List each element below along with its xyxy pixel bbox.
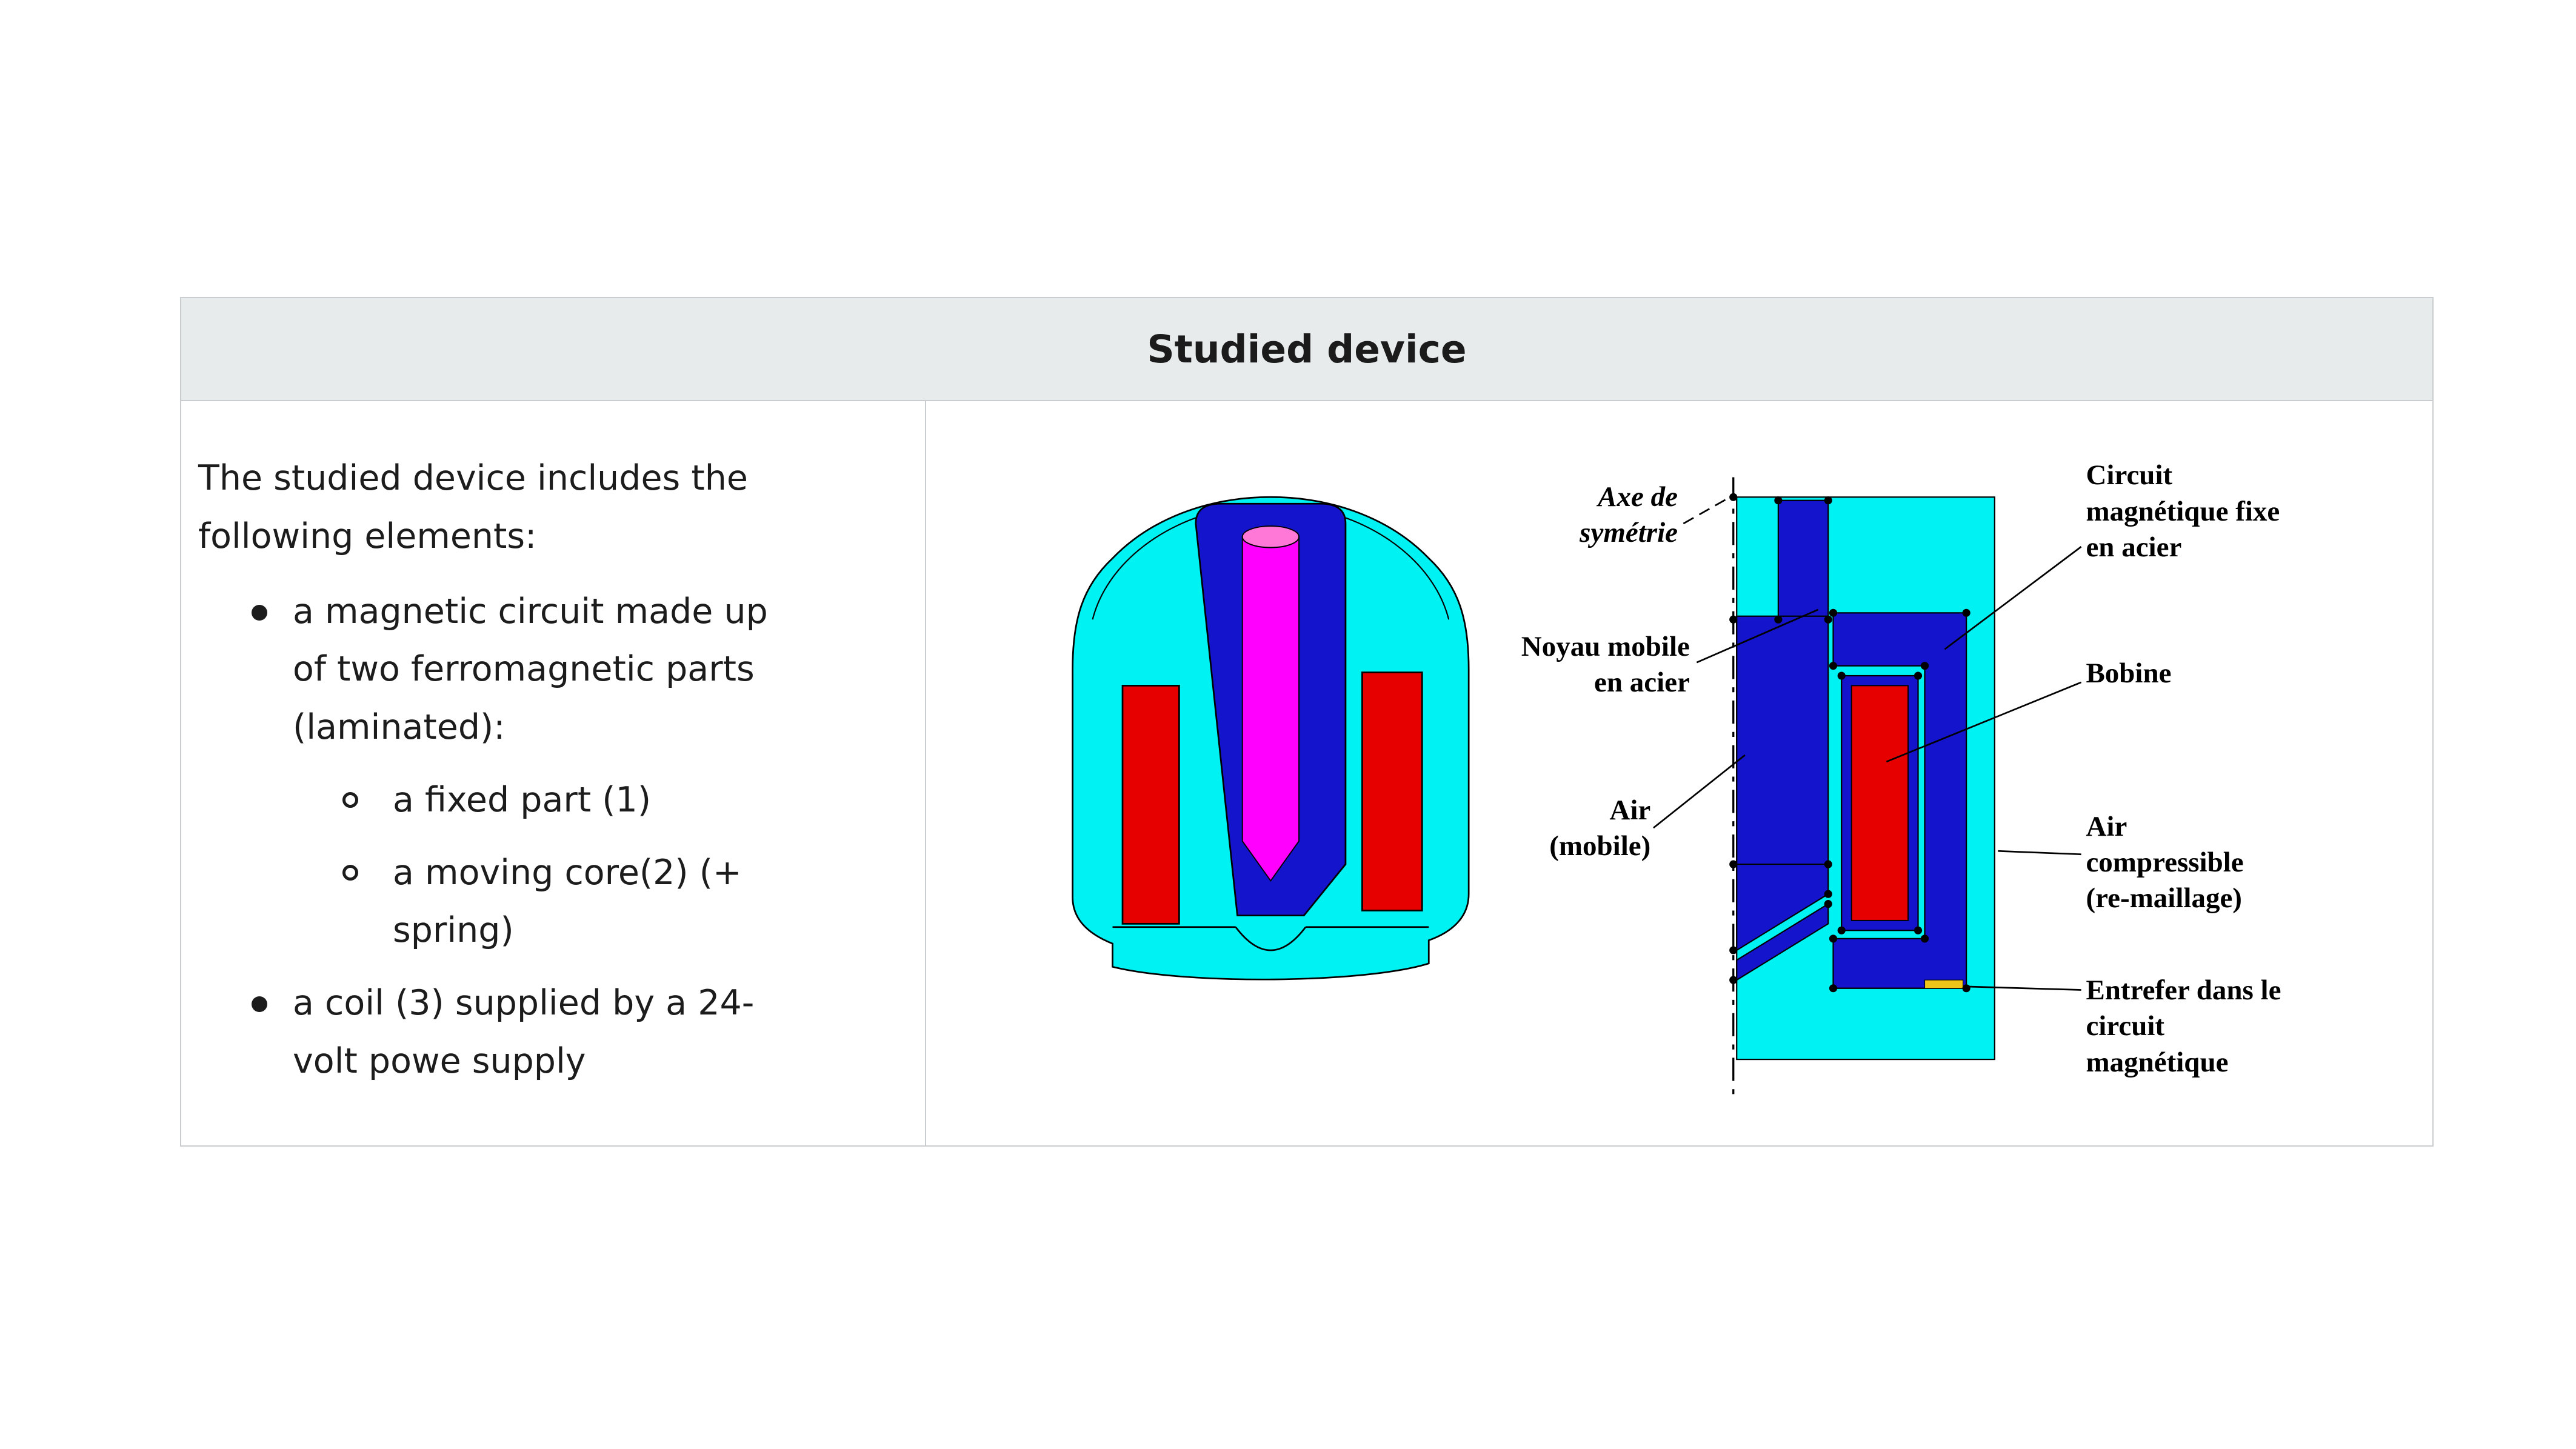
cutaway-3d-figure <box>1072 496 1470 981</box>
list-item: a fixed part (1) <box>293 771 901 830</box>
bullet-list: a magnetic circuit made up of two ferrom… <box>198 583 901 1091</box>
leader-axe <box>1683 496 1730 525</box>
description-cell: The studied device includes the followin… <box>181 401 926 1145</box>
device-figure <box>1072 477 2082 1099</box>
leader-air-mobile <box>1653 754 1746 829</box>
list-item: a moving core(2) (+ spring) <box>293 844 901 961</box>
intro-text: The studied device includes the followin… <box>198 458 748 556</box>
label-air-compressible: Air compressible (re-maillage) <box>2086 810 2244 914</box>
bullet-icon <box>252 604 267 621</box>
label-circuit-magnetique-fixe: Circuit magnétique fixe en acier <box>2086 459 2280 563</box>
figure-cell: Axe de symétrie Circuit magnétique fixe … <box>926 401 2432 1145</box>
coil-section-left <box>1121 685 1180 925</box>
bullet-text: a coil (3) supplied by a 24-volt powe su… <box>293 983 755 1081</box>
sub-bullet-list: a fixed part (1) a moving core(2) (+ spr… <box>293 771 901 960</box>
leader-lines <box>1653 496 2082 991</box>
bullet-icon <box>252 996 267 1012</box>
circle-bullet-icon <box>342 791 358 808</box>
panel-title: Studied device <box>1147 327 1467 371</box>
label-noyau-mobile: Noyau mobile en acier <box>1521 630 1690 698</box>
leader-air-compressible <box>1998 850 2081 856</box>
inner-core-top <box>1241 525 1300 548</box>
label-axe-de-symetrie: Axe de symétrie <box>1580 481 1678 549</box>
leader-entrefer <box>1967 985 2081 991</box>
list-item: a coil (3) supplied by a 24-volt powe su… <box>198 974 901 1091</box>
base-notch <box>1235 926 1307 951</box>
sub-bullet-text: a fixed part (1) <box>393 779 652 820</box>
panel-body: The studied device includes the followin… <box>181 401 2432 1145</box>
list-item: a magnetic circuit made up of two ferrom… <box>198 583 901 961</box>
air-gap-strip <box>1924 979 1964 989</box>
circle-bullet-icon <box>342 864 358 881</box>
coil-section-right <box>1361 671 1423 911</box>
leader-bobine <box>1886 681 2082 763</box>
studied-device-panel: Studied device The studied device includ… <box>180 297 2434 1147</box>
label-bobine: Bobine <box>2086 657 2172 689</box>
leader-circuit-fixe <box>1944 546 2082 650</box>
plunger-body <box>1736 615 1829 865</box>
inner-core <box>1241 536 1300 882</box>
plunger-lower-band <box>1736 902 1829 982</box>
coil-copper <box>1850 685 1909 921</box>
label-air-mobile: Air (mobile) <box>1549 794 1651 862</box>
leader-noyau <box>1696 608 1819 664</box>
sub-bullet-text: a moving core(2) (+ spring) <box>393 852 742 951</box>
label-entrefer: Entrefer dans le circuit magnétique <box>2086 974 2281 1078</box>
bullet-text: a magnetic circuit made up of two ferrom… <box>293 591 768 748</box>
mesh-node-dots <box>1729 493 1970 993</box>
plunger-top <box>1777 499 1829 621</box>
panel-header: Studied device <box>181 298 2432 401</box>
axisymmetric-diagram <box>1653 477 2082 1099</box>
